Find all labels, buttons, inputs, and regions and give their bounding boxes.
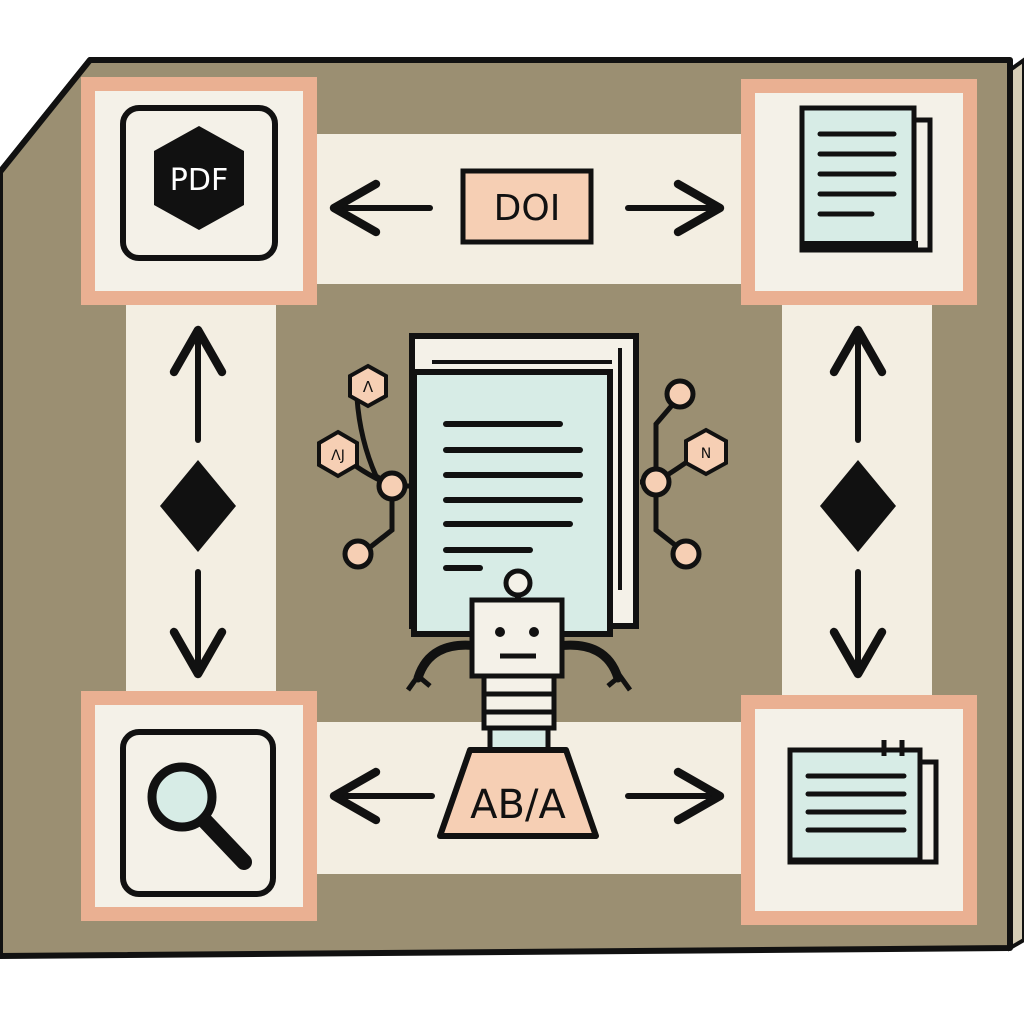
svg-text:ΛJ: ΛJ (331, 448, 345, 464)
abia-pedestal: AB/A (437, 747, 599, 839)
search-card (120, 729, 276, 897)
doi-label: DOI (494, 188, 561, 229)
doi-badge: DOI (460, 168, 594, 245)
hex-node-left-top: Λ (348, 363, 388, 409)
hex-node-right: Ν (684, 427, 728, 477)
right-node-top (664, 378, 696, 410)
note-card-icon (787, 740, 939, 865)
diamond-icon-right (820, 460, 896, 552)
robot-body (481, 673, 557, 731)
pdf-card: PDF (120, 105, 278, 261)
arrows (169, 179, 887, 825)
magnifier-icon (147, 762, 252, 870)
hex-node-left-bottom: ΛJ (317, 429, 359, 479)
robot-legs (487, 725, 551, 753)
svg-text:Ν: Ν (701, 446, 711, 462)
robot-icon (405, 568, 633, 753)
diamond-icon-left (160, 460, 236, 552)
pdf-hexagon-icon (154, 126, 244, 230)
document-front (799, 105, 917, 249)
note-card-front (787, 747, 923, 863)
right-node-bottom (670, 538, 702, 570)
left-node-middle (376, 470, 408, 502)
right-node-middle (640, 466, 672, 498)
abia-label: AB/A (470, 782, 566, 828)
robot-head (469, 597, 565, 679)
document-stack-icon (799, 105, 933, 253)
svg-text:Λ: Λ (363, 378, 374, 396)
left-node-bottom (342, 538, 374, 570)
pdf-label: PDF (170, 163, 228, 198)
